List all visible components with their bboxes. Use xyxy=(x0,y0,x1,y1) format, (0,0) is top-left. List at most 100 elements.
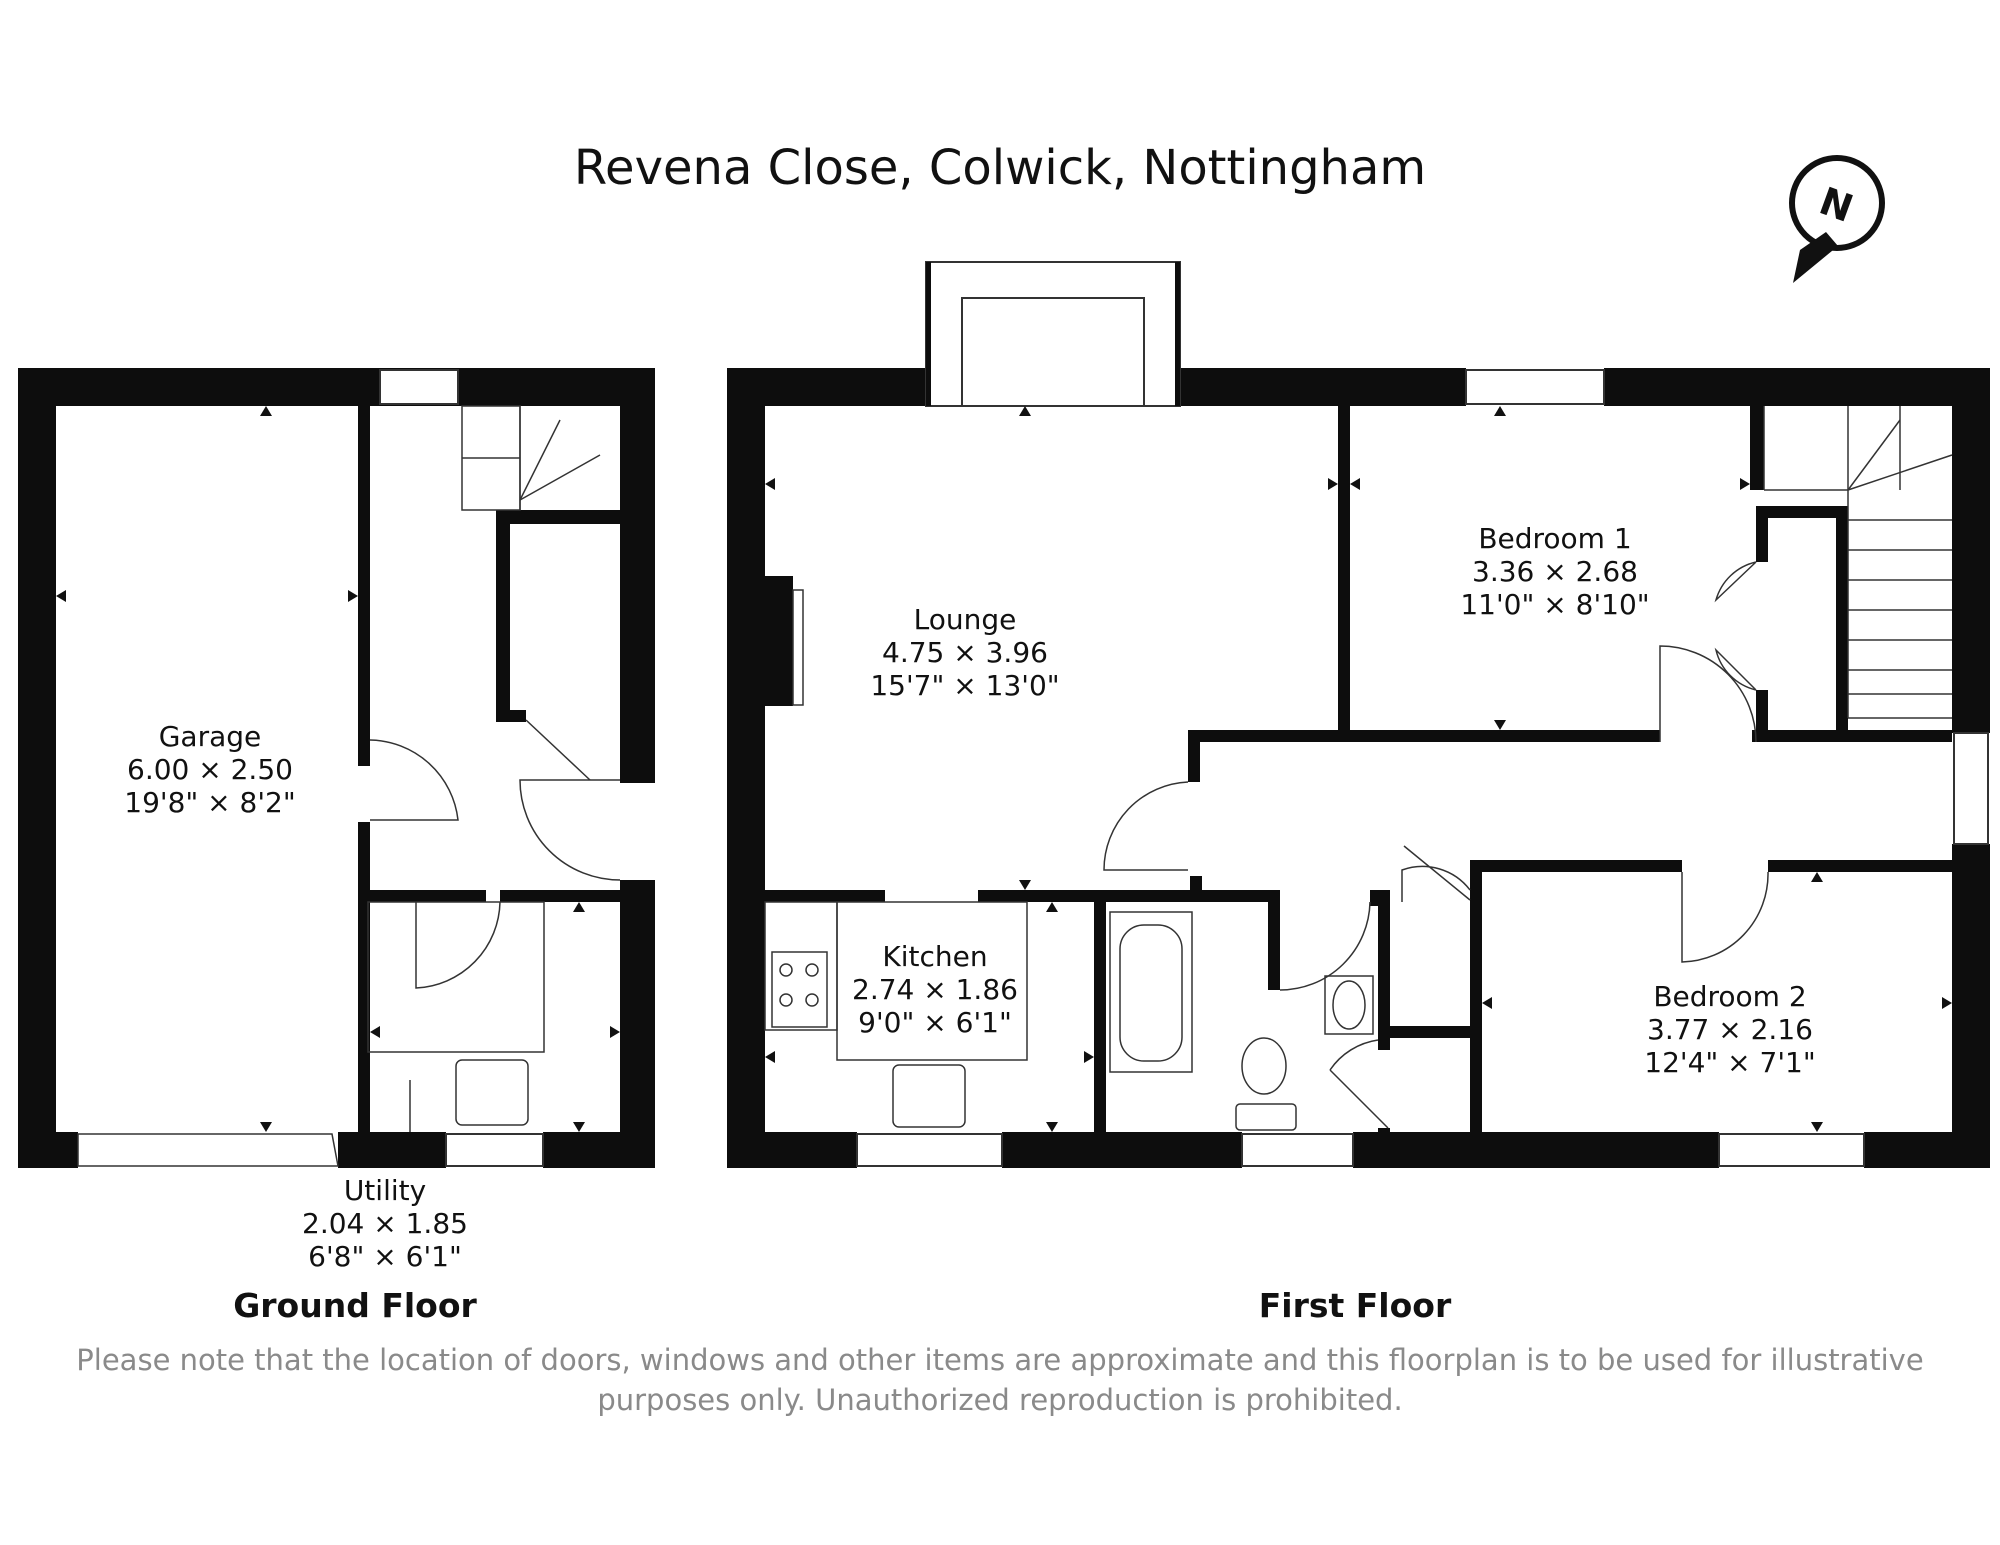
ff-door-airing2 xyxy=(1329,1039,1389,1129)
kitchen-unit-side xyxy=(764,901,838,1031)
room-label-lounge: Lounge 4.75 × 3.96 15'7" × 13'0" xyxy=(855,603,1075,702)
garage-door xyxy=(77,1133,339,1167)
ff-wall-right-upper xyxy=(1952,368,1990,733)
room-name: Bedroom 1 xyxy=(1478,522,1632,555)
ff-wall-top-1 xyxy=(727,368,964,406)
ff-stairs xyxy=(1763,406,1953,719)
gf-wall-right-upper xyxy=(620,368,655,783)
ff-wall-airing xyxy=(1378,890,1390,1050)
ff-wall-stairs-left xyxy=(1750,406,1764,490)
toilet-icon xyxy=(1235,1037,1297,1131)
ff-wall-bottom-3 xyxy=(1353,1132,1719,1168)
ff-wall-cupboard-right xyxy=(1836,506,1848,742)
gf-wall-right-lower xyxy=(620,880,655,1168)
room-metric: 2.04 × 1.85 xyxy=(302,1207,468,1240)
basin-icon xyxy=(1324,975,1374,1035)
ff-window-landing xyxy=(1953,732,1989,845)
gf-window-bottom xyxy=(445,1133,544,1167)
room-metric: 3.77 × 2.16 xyxy=(1647,1013,1813,1046)
ff-door-cupboard xyxy=(1714,561,1757,691)
gf-door-cupboard xyxy=(525,719,591,781)
ff-window-kitchen xyxy=(856,1133,1003,1167)
room-metric: 4.75 × 3.96 xyxy=(882,636,1048,669)
room-metric: 6.00 × 2.50 xyxy=(127,753,293,786)
ff-wall-cupboard-left2 xyxy=(1756,690,1768,742)
ff-bay-window xyxy=(925,261,1181,407)
room-name: Kitchen xyxy=(882,940,988,973)
bath-icon xyxy=(1109,911,1193,1073)
ff-wall-left xyxy=(727,368,765,1168)
ff-wall-bath-right xyxy=(1268,890,1280,990)
ff-wall-hall-left xyxy=(1188,730,1200,782)
ff-door-lounge xyxy=(1103,781,1189,871)
room-imperial: 19'8" × 8'2" xyxy=(124,786,296,819)
room-imperial: 6'8" × 6'1" xyxy=(308,1240,462,1273)
page-title: Revena Close, Colwick, Nottingham xyxy=(573,140,1427,196)
ff-wall-bed2-top2 xyxy=(1768,860,1952,872)
gf-window-top xyxy=(379,369,459,405)
room-imperial: 12'4" × 7'1" xyxy=(1644,1046,1816,1079)
gf-wall-utility-top xyxy=(368,890,486,902)
ff-wall-bed2-top1 xyxy=(1470,860,1682,872)
utility-sink xyxy=(455,1059,529,1126)
gf-cupboard-left xyxy=(496,510,510,720)
room-label-utility: Utility 2.04 × 1.85 6'8" × 6'1" xyxy=(280,1174,490,1273)
first-floor-plan xyxy=(727,261,1990,1168)
ff-wall-kitchen-top1 xyxy=(765,890,885,902)
room-name: Utility xyxy=(343,1174,427,1207)
room-label-kitchen: Kitchen 2.74 × 1.86 9'0" × 6'1" xyxy=(840,940,1030,1039)
room-imperial: 11'0" × 8'10" xyxy=(1460,588,1650,621)
gf-wall-bottom-right xyxy=(543,1132,655,1168)
room-name: Bedroom 2 xyxy=(1653,980,1807,1013)
gf-wall-left xyxy=(18,368,56,1168)
ff-wall-hall-top2 xyxy=(1752,730,1952,742)
ff-wall-airing-bottom xyxy=(1378,1026,1482,1038)
ff-window-bathroom xyxy=(1241,1133,1354,1167)
disclaimer: Please note that the location of doors, … xyxy=(60,1340,1940,1420)
ff-wall-top-3 xyxy=(1604,368,1990,406)
ff-wall-kitchen-bath xyxy=(1094,890,1106,1168)
ground-floor-label: Ground Floor xyxy=(233,1286,477,1325)
ff-door-airing xyxy=(1401,845,1471,902)
kitchen-counter xyxy=(836,901,1028,1061)
gf-wall-top xyxy=(18,368,655,406)
disclaimer-line-2: purposes only. Unauthorized reproduction… xyxy=(597,1383,1403,1417)
compass-icon: N xyxy=(1789,155,1885,283)
kitchen-sink xyxy=(892,1064,966,1128)
gf-door-utility xyxy=(415,901,501,989)
ff-door-bedroom2 xyxy=(1681,871,1769,963)
utility-counter xyxy=(367,901,545,1053)
gf-dimension-arrows xyxy=(56,406,620,1132)
gf-wall-utility-top2 xyxy=(500,890,620,902)
gf-door-garage xyxy=(369,739,459,821)
ff-chimney xyxy=(765,576,793,706)
room-label-bedroom2: Bedroom 2 3.77 × 2.16 12'4" × 7'1" xyxy=(1620,980,1840,1079)
gf-stairs xyxy=(461,405,601,511)
gf-wall-bottom-left xyxy=(18,1132,78,1168)
first-floor-label: First Floor xyxy=(1258,1286,1452,1325)
room-metric: 3.36 × 2.68 xyxy=(1472,555,1638,588)
room-label-bedroom1: Bedroom 1 3.36 × 2.68 11'0" × 8'10" xyxy=(1445,522,1665,621)
hob-icon xyxy=(771,951,828,1028)
ff-window-bedroom1 xyxy=(1465,369,1605,405)
gf-wall-bottom-mid xyxy=(338,1132,446,1168)
room-name: Garage xyxy=(158,720,262,753)
ff-wall-bottom-2 xyxy=(1002,1132,1242,1168)
room-name: Lounge xyxy=(913,603,1017,636)
ff-wall-bed2-left xyxy=(1470,890,1482,1168)
ff-door-bathroom xyxy=(1279,901,1371,991)
compass-letter: N xyxy=(1814,179,1859,231)
ff-wall-lounge-bed1 xyxy=(1338,406,1350,736)
room-metric: 2.74 × 1.86 xyxy=(852,973,1018,1006)
room-label-garage: Garage 6.00 × 2.50 19'8" × 8'2" xyxy=(110,720,310,819)
ff-wall-bottom-1 xyxy=(727,1132,857,1168)
gf-cupboard-bottom xyxy=(496,710,526,722)
gf-wall-garage-lower xyxy=(358,822,370,1168)
ff-wall-right-lower xyxy=(1952,844,1990,1168)
room-imperial: 9'0" × 6'1" xyxy=(858,1006,1012,1039)
ff-wall-cupboard-top xyxy=(1756,506,1848,518)
gf-cupboard-top xyxy=(496,510,620,524)
ff-window-bedroom2 xyxy=(1718,1133,1865,1167)
disclaimer-line-1: Please note that the location of doors, … xyxy=(76,1343,1924,1377)
ff-wall-top-2 xyxy=(1143,368,1466,406)
